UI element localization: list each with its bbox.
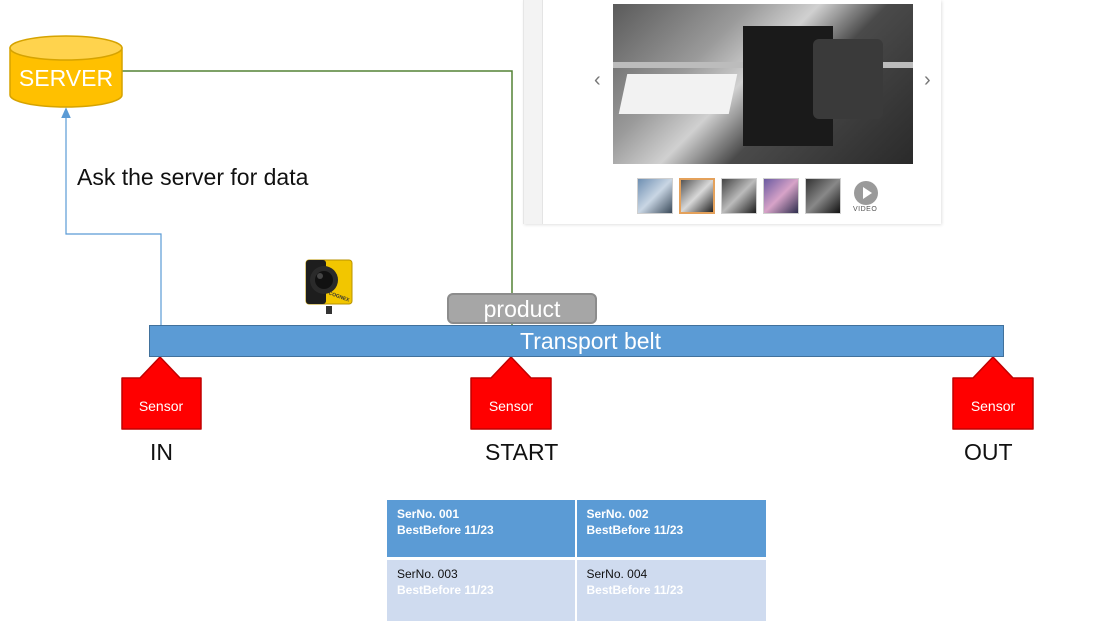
photo-thumbnail[interactable] — [805, 178, 841, 214]
position-start-label: START — [485, 439, 559, 465]
position-in-label: IN — [150, 439, 173, 465]
next-photo-arrow-icon[interactable]: › — [924, 69, 931, 91]
product-photo-panel: ‹ › VIDEO — [523, 0, 941, 224]
photo-thumbnail[interactable] — [763, 178, 799, 214]
table-cell: SerNo. 001 BestBefore 11/23 — [387, 500, 577, 560]
data-arrow — [122, 70, 518, 358]
ask-server-label: Ask the server for data — [77, 164, 309, 190]
position-out-label: OUT — [964, 439, 1013, 465]
sensor-start-label: Sensor — [488, 398, 534, 414]
transport-belt — [149, 325, 1004, 357]
camera-icon: COGNEX — [300, 254, 358, 316]
best-before-text: BestBefore 11/23 — [586, 523, 684, 537]
main-product-photo — [613, 4, 913, 164]
photo-thumbnail[interactable] — [637, 178, 673, 214]
serno-text: SerNo. 001 — [397, 507, 460, 521]
sensor-out-label: Sensor — [970, 398, 1016, 414]
sensor-arrow-out — [952, 356, 1034, 430]
serial-data-table: SerNo. 001 BestBefore 11/23 SerNo. 002 B… — [387, 500, 766, 621]
product-box: product — [447, 293, 597, 324]
best-before-text: BestBefore 11/23 — [397, 523, 494, 537]
serno-text: SerNo. 004 — [586, 566, 648, 581]
query-arrow — [61, 107, 162, 325]
serno-text: SerNo. 003 — [397, 566, 458, 581]
photo-thumbnail[interactable] — [721, 178, 757, 214]
server-cylinder — [9, 35, 123, 108]
table-row: SerNo. 003 BestBefore 11/23 SerNo. 004 B… — [387, 559, 766, 621]
photo-thumbnail-selected[interactable] — [679, 178, 715, 214]
table-cell: SerNo. 002 BestBefore 11/23 — [576, 500, 766, 560]
video-label: VIDEO — [853, 206, 878, 213]
sensor-in-label: Sensor — [138, 398, 184, 414]
video-play-icon[interactable] — [854, 181, 878, 205]
table-cell: SerNo. 003 BestBefore 11/23 — [387, 559, 577, 621]
table-row: SerNo. 001 BestBefore 11/23 SerNo. 002 B… — [387, 500, 766, 560]
server-label: SERVER — [18, 65, 114, 91]
best-before-text: BestBefore 11/23 — [397, 582, 494, 597]
sensor-arrow-in — [121, 356, 202, 430]
best-before-text: BestBefore 11/23 — [586, 582, 684, 597]
photo-panel-scrollbar[interactable] — [524, 0, 543, 224]
sensor-arrow-start — [470, 356, 552, 430]
prev-photo-arrow-icon[interactable]: ‹ — [594, 69, 601, 91]
transport-belt-label: Transport belt — [520, 328, 662, 354]
table-cell: SerNo. 004 BestBefore 11/23 — [576, 559, 766, 621]
serno-text: SerNo. 002 — [586, 507, 649, 521]
